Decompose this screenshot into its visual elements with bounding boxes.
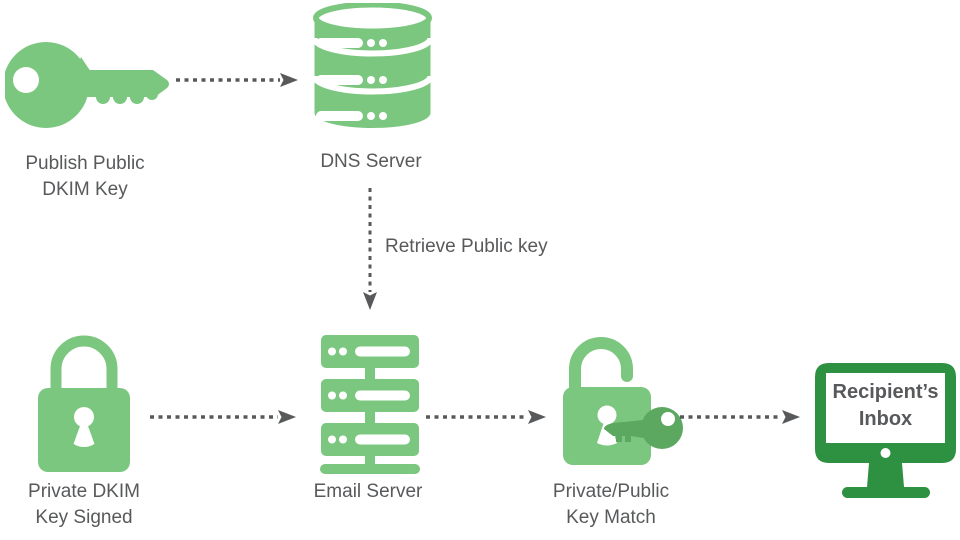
key-icon — [5, 42, 169, 128]
dns-server-label: DNS Server — [301, 149, 441, 175]
arrow-dns-to-email-server — [363, 188, 377, 310]
padlock-locked-icon — [38, 335, 130, 472]
key-match-label-line1: Private/Public — [552, 481, 670, 502]
monitor-icon — [815, 363, 956, 498]
recipient-inbox-label-line1: Recipient’s — [832, 381, 939, 403]
dns-server-label-text: DNS Server — [320, 151, 422, 172]
arrow-lock-to-email-server — [150, 410, 296, 424]
private-key-label-line1: Private DKIM — [28, 481, 140, 502]
key-match-label-line2: Key Match — [566, 507, 656, 528]
padlock-unlocked-key-icon — [563, 337, 683, 465]
recipient-inbox-label: Recipient’s Inbox — [826, 379, 945, 433]
recipient-inbox-label-line2: Inbox — [858, 408, 913, 430]
retrieve-public-key-label: Retrieve Public key — [385, 236, 548, 257]
publish-key-label-line2: DKIM Key — [42, 179, 128, 200]
database-icon — [313, 3, 432, 128]
key-match-label: Private/Public Key Match — [541, 479, 681, 531]
email-server-label-text: Email Server — [313, 481, 423, 502]
arrow-email-server-to-key-match — [426, 410, 546, 424]
publish-key-label-line1: Publish Public — [25, 153, 145, 174]
private-key-label-line2: Key Signed — [35, 507, 133, 528]
email-server-label: Email Server — [298, 479, 438, 505]
server-rack-icon — [320, 335, 420, 474]
arrow-key-to-dns — [176, 73, 298, 87]
arrow-key-match-to-inbox — [680, 410, 800, 424]
private-key-label: Private DKIM Key Signed — [14, 479, 154, 531]
publish-key-label: Publish Public DKIM Key — [5, 151, 165, 203]
